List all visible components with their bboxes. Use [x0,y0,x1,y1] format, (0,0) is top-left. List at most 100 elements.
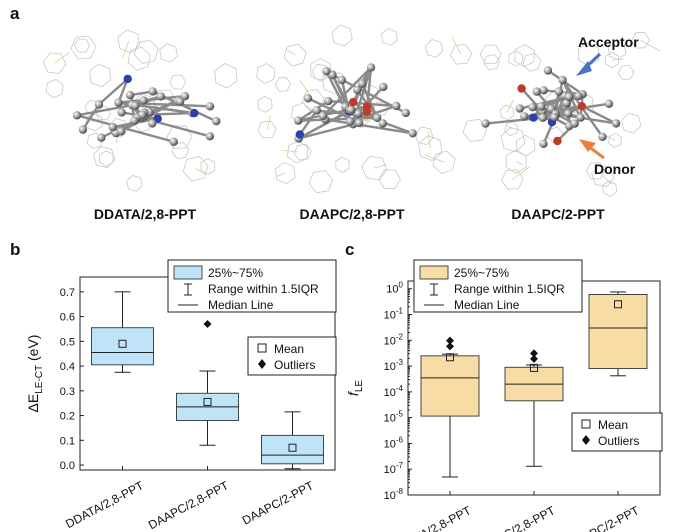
host-ring [257,120,277,139]
host-ring [127,46,151,71]
guest-atom [553,136,562,146]
guest-atom [205,132,215,141]
host-bond [506,100,514,113]
panel-a-letter: a [10,4,20,23]
guest-atom [358,79,367,88]
guest-bond [581,105,617,125]
legend-box-swatch [419,265,449,280]
host-bond [285,48,296,56]
guest-atom [353,85,362,95]
y-tick-label: 0.6 [60,312,75,324]
guest-atom [312,106,321,115]
guest-atom [378,119,387,128]
host-ring [607,40,627,61]
guest-atom [392,101,401,111]
mean-marker [203,397,212,406]
legend-mean-label: Mean [274,342,304,356]
host-ring [126,175,143,192]
guest-bond [76,103,133,117]
x-tick-label: DAAPC/2-PPT [565,503,642,532]
y-tick-label: 0.2 [60,411,75,423]
box-2 [176,320,239,446]
host-bond [427,131,431,149]
chart-c: 10010-110-210-310-410-510-610-710-8DDATA… [345,259,663,532]
guest-atom [346,117,355,126]
molecule-renderings [42,24,661,197]
guest-atom [362,107,371,116]
guest-atom [481,119,490,128]
guest-atom [72,111,82,120]
guest-atom [123,74,132,84]
guest-atom [114,98,123,107]
host-ring [479,44,502,64]
iqr-box [588,294,648,370]
host-ring [283,43,307,67]
host-ring [308,170,334,194]
legend-mean-marker [257,343,267,353]
molecule-label-3: DAAPC/2-PPT [511,206,605,222]
mean-marker [614,300,622,309]
guest-atom [180,92,190,101]
outlier-marker [203,320,212,329]
guest-atom [529,113,538,122]
host-ring [256,63,276,84]
host-ring [514,44,535,68]
guest-atom [138,110,147,120]
guest-atom [528,103,537,112]
box-1 [91,291,154,373]
guest-atom [574,91,583,101]
host-ring [301,89,325,111]
legend-range-label: Range within 1.5IQR [454,282,565,296]
guest-atom [337,75,346,85]
guest-atom [401,108,410,118]
mean-marker [288,443,297,452]
host-ring [432,150,456,174]
guest-atom [322,67,331,76]
guest-atom [539,86,548,95]
guest-atom [294,116,303,125]
y-tick-label: 10-3 [384,358,404,373]
host-ring [449,44,473,65]
y-tick-label: 0.4 [60,361,75,373]
x-tick-label: DAAPC/2,8-PPT [473,503,558,532]
guest-atom [148,119,157,128]
guest-atom [564,109,573,118]
legend-mean-label: Mean [598,418,628,432]
legend-box-label: 25%~75% [454,266,509,280]
guest-bond [322,66,372,117]
mean-marker [118,339,127,348]
x-tick-label: DDATA/2,8-PPT [391,503,474,532]
mean-marker [446,353,454,362]
y-tick-label: 10-8 [384,487,404,502]
iqr-box [420,355,480,417]
legend-outlier-marker [582,435,590,445]
host-bond [602,175,613,185]
y-tick-label: 10-6 [384,435,404,450]
legend-median-label: Median Line [208,298,274,312]
guest-bond [76,114,175,143]
guest-atom [611,119,621,128]
legend-frame-2 [247,336,337,376]
guest-atom [532,87,541,96]
y-tick-label: 10-5 [384,410,404,425]
host-bond [195,168,206,175]
host-ring [522,53,542,72]
host-bond [266,115,272,130]
guest-atom [520,112,529,121]
legend-frame-2 [571,412,663,452]
guest-atom [148,87,157,96]
host-ring [617,64,635,81]
host-ring [311,63,330,81]
host-ring [86,132,103,150]
outlier-marker [530,349,538,358]
outlier-marker [446,336,454,345]
host-ring [483,54,500,71]
guest-atom [169,137,178,146]
guest-atom [295,130,304,139]
guest-atom [550,113,559,122]
host-ring [293,143,312,161]
host-ring [274,161,296,185]
